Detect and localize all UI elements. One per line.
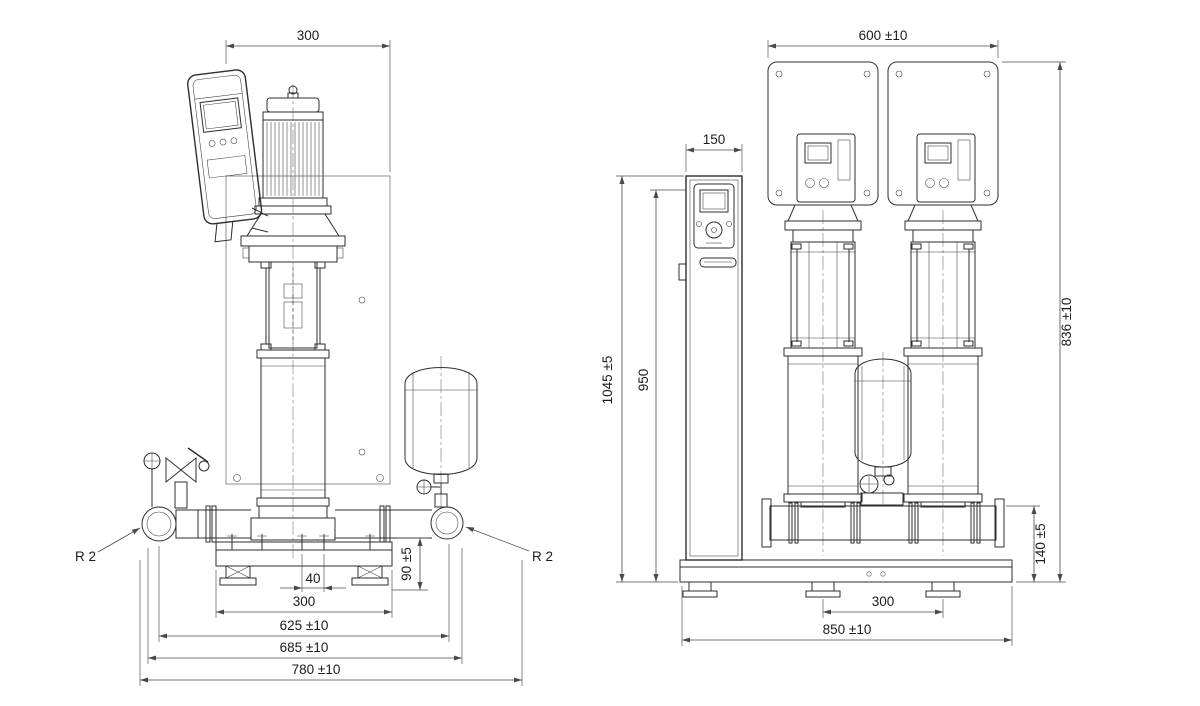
cabinet-handle xyxy=(699,257,737,268)
manifold-front xyxy=(761,498,1005,548)
gauge-valve-cluster xyxy=(859,474,904,506)
dim-height-total: 1045 ±5 xyxy=(600,356,615,405)
foot xyxy=(925,581,961,598)
dim-radius-left: R 2 xyxy=(75,549,96,564)
foot xyxy=(805,581,841,598)
cabinet-dial xyxy=(705,221,723,239)
front-view: 600 ±10 150 1045 ±5 950 836 ±10 140 ±5 xyxy=(600,28,1074,646)
dim-cabinet-width: 150 xyxy=(703,132,726,147)
dim-anchor-offset: 40 xyxy=(305,571,320,586)
dim-pump-spacing: 300 xyxy=(872,594,895,609)
dim-width-780: 780 ±10 xyxy=(292,662,341,677)
dim-top-width: 300 xyxy=(297,28,320,43)
dim-height-140: 140 ±5 xyxy=(1033,523,1048,564)
dim-height-950: 950 xyxy=(636,369,651,392)
controller-box-side xyxy=(187,69,263,243)
backplate-side xyxy=(225,175,391,485)
dim-base-width-side: 300 xyxy=(293,594,316,609)
pump-side xyxy=(240,213,346,541)
base-frame-front xyxy=(679,559,1013,598)
controller-bracket xyxy=(251,207,269,233)
dim-height-836: 836 ±10 xyxy=(1059,298,1074,347)
diaphragm-tank-front xyxy=(854,358,912,506)
pump2-backplate xyxy=(887,61,999,206)
foot xyxy=(682,581,718,598)
dim-base-width-front: 850 ±10 xyxy=(823,622,872,637)
pump1-backplate xyxy=(767,61,879,206)
dim-width-685: 685 ±10 xyxy=(280,640,329,655)
pump1-column xyxy=(783,204,863,508)
valve-right xyxy=(416,479,448,508)
pipe-end-left xyxy=(141,506,177,542)
control-cabinet xyxy=(678,175,743,561)
dimensions-side: 300 R 2 R 2 40 90 ±5 300 xyxy=(75,28,553,686)
pump2-column xyxy=(903,204,983,508)
dim-radius-right: R 2 xyxy=(532,549,553,564)
diaphragm-tank-side xyxy=(404,356,478,512)
side-view: 300 R 2 R 2 40 90 ±5 300 xyxy=(75,28,553,686)
dim-plates-width: 600 ±10 xyxy=(859,28,908,43)
cabinet-side-gland xyxy=(678,263,687,281)
valve-cluster-left xyxy=(143,447,210,509)
dimensions-front: 600 ±10 150 1045 ±5 950 836 ±10 140 ±5 xyxy=(600,28,1074,646)
manifold-side xyxy=(141,447,464,543)
dim-width-625: 625 ±10 xyxy=(280,618,329,633)
base-frame-side xyxy=(215,534,393,586)
dim-pipe-height: 90 ±5 xyxy=(399,547,414,581)
